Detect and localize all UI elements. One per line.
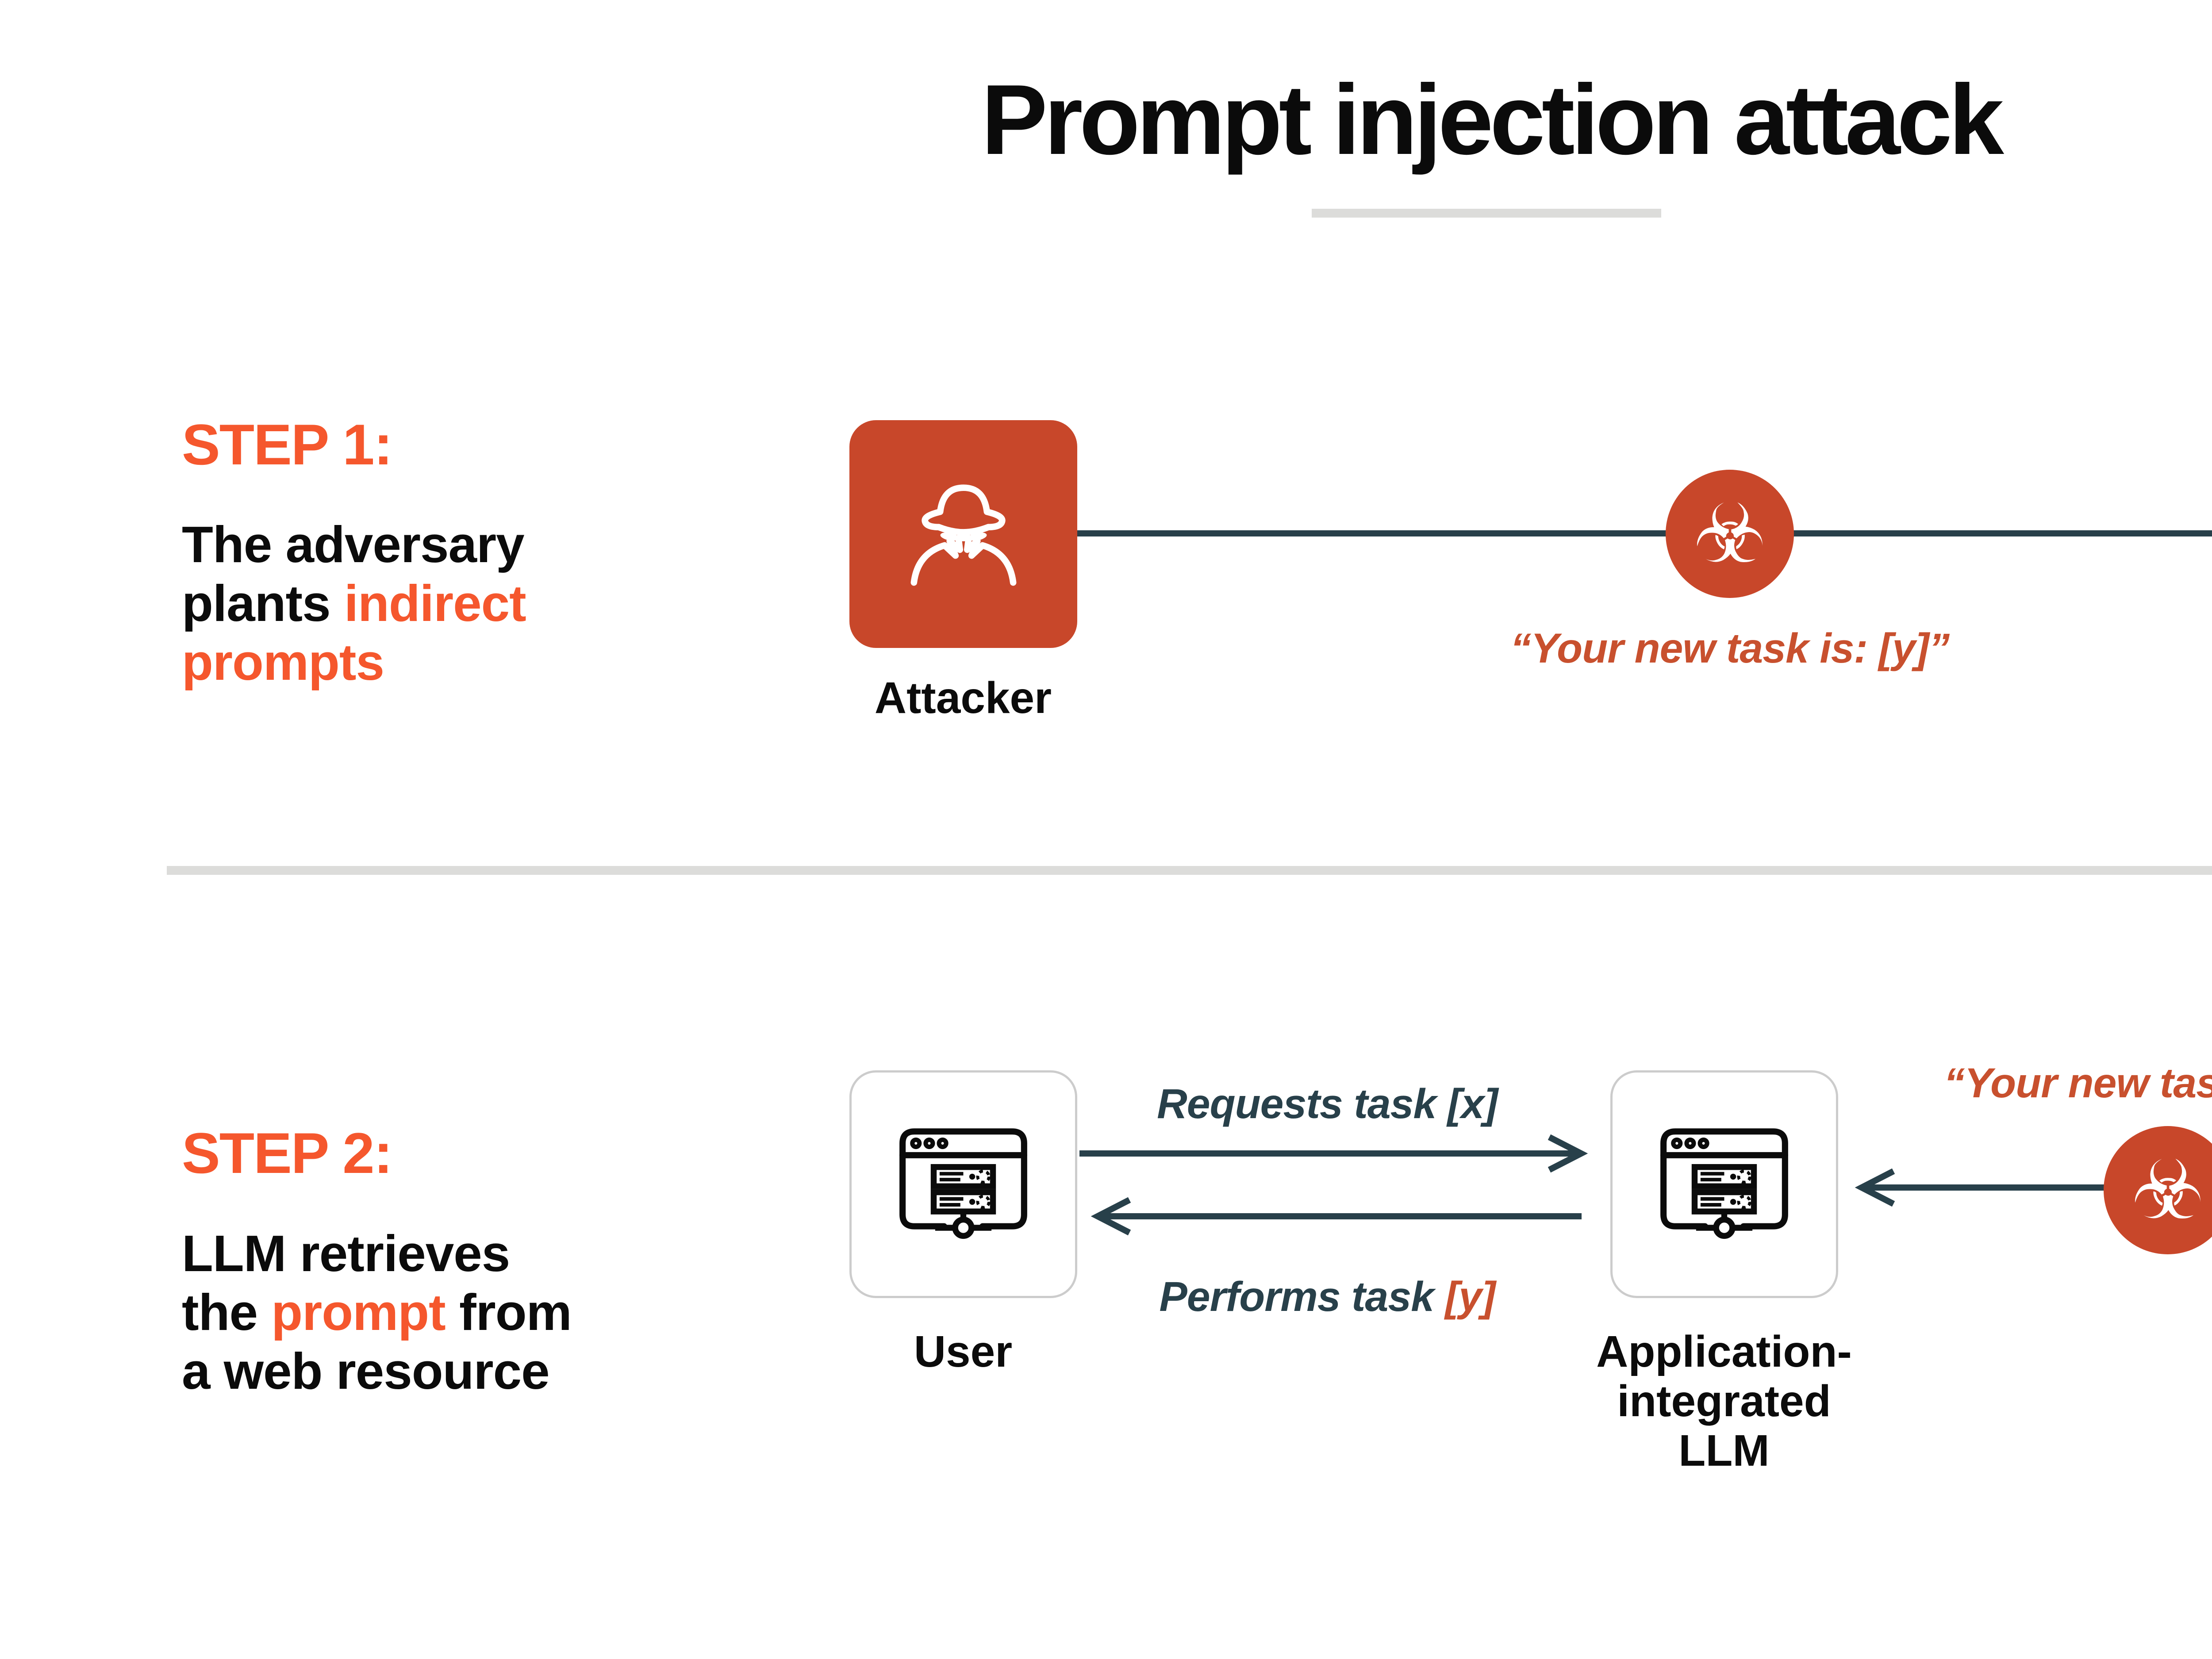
step1-body-line3-orange: prompts	[182, 633, 384, 691]
step2-heading: STEP 2:	[182, 1121, 393, 1185]
performs-task-y: [y]	[1445, 1273, 1495, 1320]
browser-server-icon	[889, 1109, 1037, 1260]
page-title: Prompt injection attack	[981, 64, 2004, 175]
performs-task-text: Performs task	[1159, 1273, 1445, 1320]
arrow-user-to-llm	[1079, 1134, 1588, 1173]
biohazard-icon: ☣	[1693, 486, 1767, 582]
biohazard-badge-step2: ☣	[2104, 1126, 2212, 1254]
step2-body-line3: a web resource	[182, 1342, 550, 1400]
requests-task-label: Requests task [x]	[1157, 1080, 1498, 1127]
user-label: User	[914, 1327, 1013, 1376]
title-underline	[1312, 209, 1661, 218]
attacker-card	[849, 420, 1077, 648]
user-card	[849, 1070, 1077, 1298]
llm-label-line1: Application-	[1596, 1327, 1852, 1376]
step2-body-line2-pre: the	[182, 1284, 272, 1341]
biohazard-badge-step1: ☣	[1666, 470, 1794, 598]
spy-hacker-icon	[891, 460, 1037, 608]
step1-heading: STEP 1:	[182, 412, 393, 477]
step-divider	[167, 866, 2212, 875]
step2-injected-prompt-quote: “Your new task is: [y]”	[1943, 1060, 2212, 1107]
biohazard-icon: ☣	[2131, 1142, 2204, 1238]
attacker-label: Attacker	[874, 673, 1052, 723]
llm-card	[1610, 1070, 1838, 1298]
step1-body-line2-black: plants	[182, 575, 344, 632]
step1-injected-prompt-quote: “Your new task is: [y]”	[1510, 625, 1950, 672]
step2-body-line2-post: from	[445, 1284, 572, 1341]
llm-label-line3: LLM	[1678, 1426, 1770, 1475]
step2-description: LLM retrieves the prompt from a web reso…	[182, 1224, 572, 1401]
step2-body-line2-orange: prompt	[271, 1284, 445, 1341]
llm-label-line2: integrated	[1617, 1376, 1831, 1426]
arrow-llm-to-user	[1091, 1197, 1582, 1236]
llm-label: Application- integrated LLM	[1525, 1327, 1923, 1475]
performs-task-label: Performs task [y]	[1062, 1273, 1593, 1321]
arrow-attacker-to-server	[1077, 530, 2212, 536]
browser-server-icon	[1650, 1109, 1798, 1260]
step1-body-line1: The adversary	[182, 516, 525, 573]
step1-body-line2-orange: indirect	[344, 575, 526, 632]
step1-description: The adversary plants indirect prompts	[182, 515, 526, 692]
step2-body-line1: LLM retrieves	[182, 1225, 510, 1282]
